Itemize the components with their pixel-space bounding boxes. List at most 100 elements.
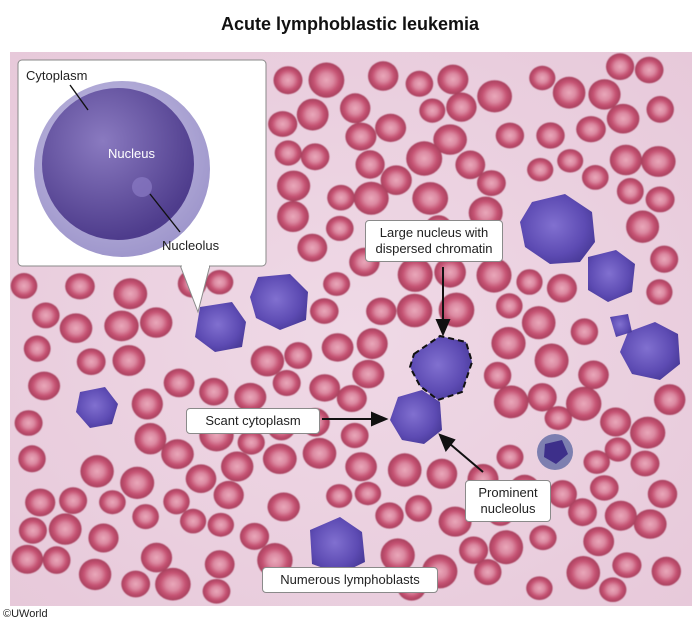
- red-blood-cell: [78, 558, 112, 591]
- red-blood-cell: [321, 333, 354, 362]
- red-blood-cell: [578, 360, 609, 390]
- red-blood-cell: [221, 451, 254, 482]
- lymphoblast: [195, 302, 246, 352]
- red-blood-cell: [340, 422, 369, 449]
- red-blood-cell: [604, 500, 637, 531]
- red-blood-cell: [14, 410, 43, 436]
- red-blood-cell: [647, 479, 678, 509]
- red-blood-cell: [327, 184, 355, 211]
- red-blood-cell: [493, 385, 529, 419]
- red-blood-cell: [88, 523, 119, 553]
- red-blood-cell: [606, 53, 635, 80]
- neutrophil-nucleus: [544, 440, 568, 464]
- red-blood-cell: [412, 182, 449, 215]
- red-blood-cell: [521, 306, 556, 340]
- red-blood-cell: [161, 439, 194, 469]
- red-blood-cell: [296, 98, 329, 131]
- red-blood-cell: [121, 570, 151, 598]
- red-blood-cell: [345, 452, 377, 482]
- red-blood-cell: [438, 292, 475, 328]
- red-blood-cell: [134, 423, 167, 455]
- red-blood-cell: [207, 512, 234, 537]
- red-blood-cell: [426, 458, 458, 489]
- red-blood-cell: [633, 509, 667, 539]
- red-blood-cell: [438, 506, 472, 537]
- red-blood-cell: [474, 559, 502, 586]
- lymphoblast-large-nucleus: [410, 336, 472, 400]
- red-blood-cell: [630, 416, 666, 449]
- red-blood-cell: [544, 406, 572, 431]
- red-blood-cell: [646, 279, 673, 305]
- red-blood-cell: [202, 579, 231, 604]
- red-blood-cell: [576, 116, 606, 143]
- red-blood-cell: [323, 272, 351, 296]
- red-blood-cell: [120, 466, 155, 499]
- nucleus-label: Nucleus: [108, 146, 155, 161]
- red-blood-cell: [310, 298, 339, 324]
- lymphoblast: [310, 517, 365, 574]
- red-blood-cell: [546, 273, 577, 303]
- red-blood-cell: [566, 386, 602, 421]
- red-blood-cell: [477, 170, 506, 196]
- red-blood-cell: [600, 407, 632, 437]
- red-blood-cell: [405, 495, 432, 522]
- red-blood-cell: [599, 577, 627, 602]
- red-blood-cell: [366, 297, 397, 325]
- red-blood-cell: [42, 546, 71, 574]
- red-blood-cell: [213, 480, 244, 510]
- red-blood-cell: [234, 382, 267, 412]
- red-blood-cell: [604, 437, 632, 462]
- red-blood-cell: [650, 245, 679, 273]
- annotation-arrows: [322, 267, 484, 473]
- red-blood-cell: [552, 76, 586, 109]
- red-blood-cell: [489, 530, 524, 565]
- red-blood-cell: [496, 293, 523, 319]
- red-blood-cell: [455, 150, 486, 180]
- red-blood-cell: [557, 149, 584, 173]
- callout-numerous-lymphoblasts: Numerous lymphoblasts: [262, 567, 438, 593]
- cytoplasm-label: Cytoplasm: [26, 68, 87, 83]
- red-blood-cell: [583, 450, 610, 474]
- callout-scant-cytoplasm: Scant cytoplasm: [186, 408, 320, 434]
- red-blood-cell: [626, 210, 660, 243]
- red-blood-cell: [104, 310, 139, 342]
- red-blood-cell: [606, 103, 640, 134]
- inset-nucleus: [42, 88, 194, 240]
- red-blood-cell: [185, 464, 217, 494]
- red-blood-cell: [132, 504, 159, 530]
- red-blood-cell: [65, 273, 95, 300]
- red-blood-cell: [437, 64, 469, 95]
- red-blood-cell: [272, 370, 301, 396]
- red-blood-cell: [163, 368, 195, 398]
- lymphoblast: [610, 314, 632, 337]
- red-blood-cell: [267, 492, 300, 522]
- red-blood-cell: [534, 343, 569, 378]
- red-blood-cell: [397, 257, 433, 292]
- red-blood-cell: [356, 328, 388, 360]
- red-blood-cell: [25, 488, 56, 517]
- red-blood-cell: [155, 567, 191, 601]
- lymphoblast: [76, 387, 118, 428]
- red-blood-cell: [32, 302, 60, 329]
- callout-large-nucleus-line2: dispersed chromatin: [375, 241, 493, 256]
- red-blood-cell: [297, 233, 328, 262]
- red-blood-cell: [583, 526, 615, 557]
- red-blood-cell: [582, 165, 609, 190]
- red-blood-cell: [588, 79, 621, 110]
- red-blood-cell: [59, 487, 88, 514]
- red-blood-cell: [113, 278, 148, 310]
- callout-prominent-nucleolus: Prominent nucleolus: [465, 480, 551, 522]
- red-blood-cell: [180, 508, 207, 534]
- inset-nucleolus: [132, 177, 152, 197]
- red-blood-cell: [131, 388, 163, 420]
- red-blood-cell: [380, 165, 412, 195]
- red-blood-cell: [277, 170, 311, 202]
- nucleus-outline: [408, 334, 474, 402]
- red-blood-cell: [483, 361, 512, 390]
- red-blood-cell: [302, 437, 337, 469]
- callout-large-nucleus: Large nucleus with dispersed chromatin: [365, 220, 503, 262]
- red-blood-cell: [23, 335, 51, 362]
- red-blood-cell: [163, 488, 190, 515]
- red-blood-cell: [570, 318, 599, 346]
- lymphoblast-scant-cytoplasm: [390, 390, 442, 444]
